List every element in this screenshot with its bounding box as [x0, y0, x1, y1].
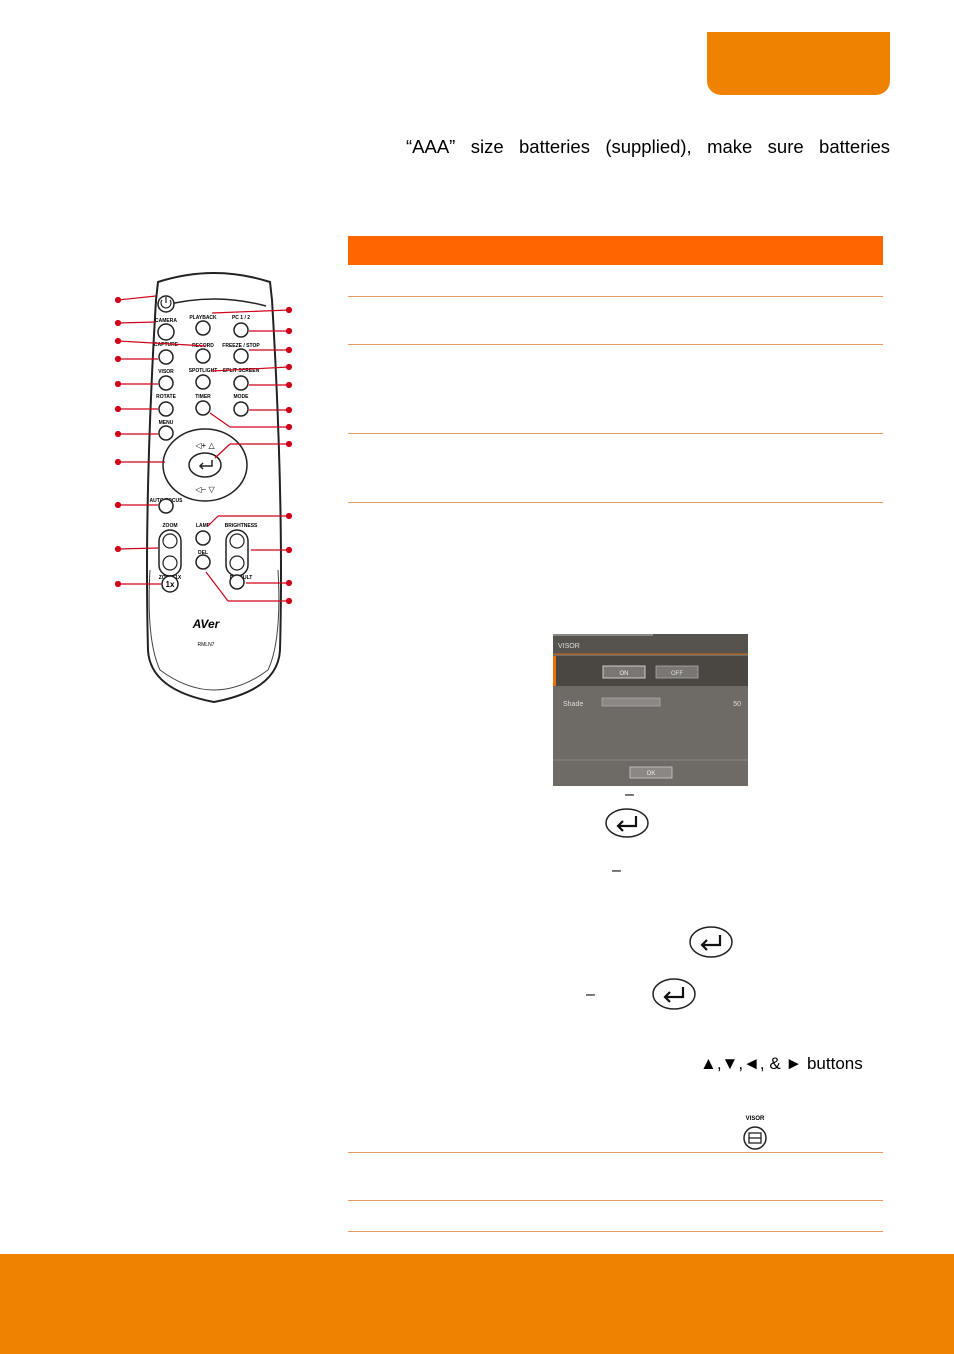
default-button	[229, 574, 245, 590]
table-rule	[348, 296, 883, 297]
rotate-button	[158, 401, 174, 417]
osd-shade-label: Shade	[563, 701, 583, 708]
capture-label: CAPTURE	[154, 342, 179, 348]
record-button	[195, 348, 211, 364]
split-label: SPLIT SCREEN	[223, 368, 260, 374]
osd-title: VISOR	[558, 643, 580, 650]
svg-text:OFF: OFF	[671, 671, 683, 677]
del-label: DEL	[198, 550, 208, 556]
freeze-label: FREEZE / STOP	[222, 343, 260, 349]
split-button	[233, 375, 249, 391]
page-footer-band	[0, 1254, 954, 1354]
zoom1x-button	[161, 575, 179, 593]
delete-button	[195, 554, 211, 570]
freeze-button	[233, 348, 249, 364]
visor-icon-label: VISOR	[745, 1116, 765, 1122]
spotlight-label: SPOTLIGHT	[189, 368, 218, 374]
table-rule	[348, 502, 883, 503]
zoom-in-icon	[162, 533, 178, 549]
svg-text:ON: ON	[620, 671, 629, 677]
chapter-tab	[707, 32, 890, 95]
table-header	[348, 236, 883, 265]
brand-logo: AVer	[192, 617, 221, 631]
enter-icon	[652, 978, 696, 1010]
table-rule	[348, 433, 883, 434]
zoom-out-icon	[162, 555, 178, 571]
osd-ok-button	[629, 766, 673, 779]
lamp-label: LAMP	[196, 523, 211, 529]
menu-button	[158, 425, 174, 441]
brightness-label: BRIGHTNESS	[225, 523, 258, 529]
timer-label: TIMER	[195, 394, 211, 400]
svg-text:OK: OK	[647, 771, 656, 777]
autofocus-button	[158, 498, 174, 514]
spotlight-button	[195, 374, 211, 390]
timer-button	[195, 400, 211, 416]
mode-button	[233, 401, 249, 417]
visor-osd-menu: VISOR ON OFF Shade 50 OK	[553, 634, 748, 786]
mode-label: MODE	[234, 394, 250, 400]
camera-button	[157, 323, 175, 341]
enter-icon	[689, 926, 733, 958]
remote-control-illustration: CAMERA PLAYBACK PC 1 / 2 CAPTURE RECORD …	[114, 272, 293, 704]
visor-label: VISOR	[158, 369, 174, 375]
camera-label: CAMERA	[155, 318, 177, 324]
svg-text:1x: 1x	[166, 580, 175, 589]
zoom-label: ZOOM	[163, 523, 178, 529]
pc-label: PC 1 / 2	[232, 315, 250, 321]
dash-text: –	[586, 986, 595, 1003]
visor-button	[158, 375, 174, 391]
model-label: RMLN7	[198, 642, 215, 648]
dash-text: –	[612, 862, 621, 879]
intro-text: “AAA” size batteries (supplied), make su…	[406, 136, 890, 157]
table-rule	[348, 1200, 883, 1201]
playback-button	[195, 320, 211, 336]
osd-on-button	[602, 665, 646, 679]
enter-button	[188, 452, 222, 478]
osd-shade-value: 50	[733, 701, 741, 708]
capture-button	[158, 349, 174, 365]
osd-shade-slider	[601, 697, 661, 707]
lamp-button	[195, 530, 211, 546]
osd-off-button	[655, 665, 699, 679]
svg-text:◁+ △: ◁+ △	[195, 441, 215, 450]
pc-button	[233, 322, 249, 338]
callout-markers	[114, 295, 207, 588]
dash-text: –	[625, 786, 634, 803]
table-rule	[348, 344, 883, 345]
table-rule	[348, 1152, 883, 1153]
arrow-buttons-text: ▲,▼,◄, & ► buttons	[700, 1054, 863, 1073]
playback-label: PLAYBACK	[189, 315, 217, 321]
enter-icon	[605, 808, 649, 838]
rotate-label: ROTATE	[156, 394, 176, 400]
visor-icon	[743, 1126, 767, 1150]
menu-label: MENU	[159, 420, 174, 426]
table-rule	[348, 1231, 883, 1232]
svg-text:◁− ▽: ◁− ▽	[195, 485, 215, 494]
